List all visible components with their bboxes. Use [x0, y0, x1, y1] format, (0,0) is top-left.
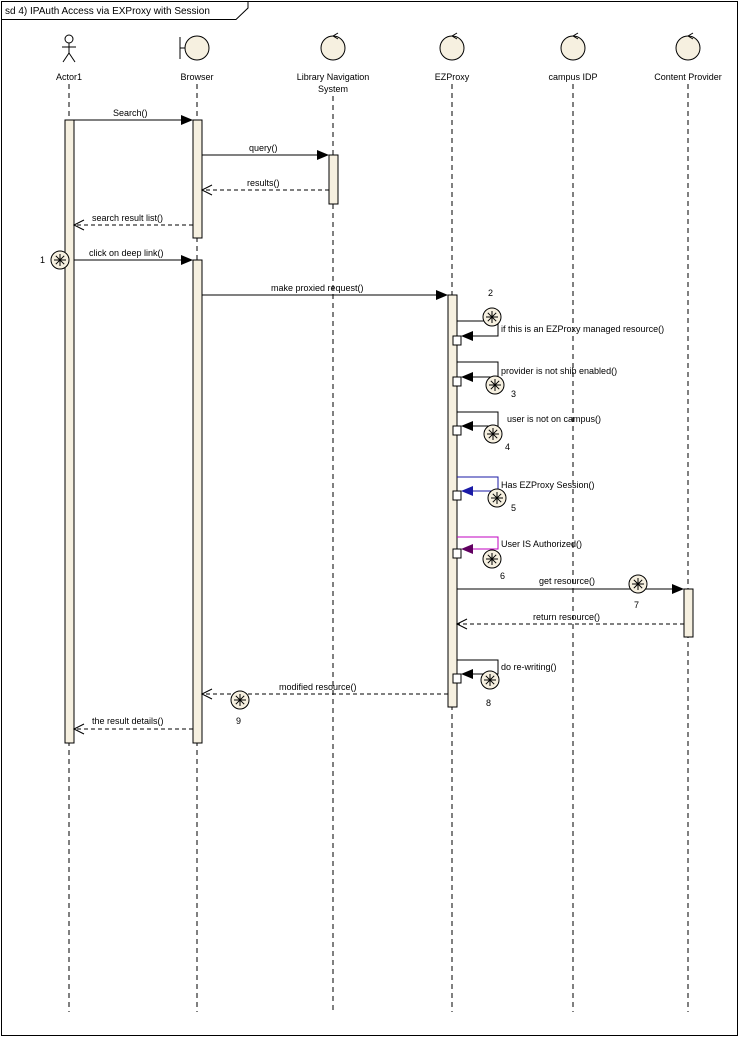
- message-label: the result details(): [92, 716, 164, 726]
- actor-icon: [62, 34, 76, 63]
- message-search-result-list: [72, 219, 193, 231]
- marker-number: 7: [634, 600, 639, 610]
- message-label: if this is an EZProxy managed resource(): [501, 324, 664, 334]
- message-click-deep-link: [74, 255, 193, 265]
- self-message-managed-resource: [457, 320, 499, 341]
- self-call-box: [452, 425, 462, 436]
- self-call-box: [452, 335, 462, 346]
- self-message-has-session: [457, 476, 499, 496]
- message-label: user is not on campus(): [507, 414, 601, 424]
- marker-number: 2: [488, 288, 493, 298]
- marker-number: 4: [505, 442, 510, 452]
- message-label: do re-writing(): [501, 662, 557, 672]
- control-icon: [560, 32, 586, 61]
- control-icon: [675, 32, 701, 61]
- lifeline-label-libnav-line2: System: [318, 84, 348, 94]
- marker-number: 6: [500, 571, 505, 581]
- activation-bar: [64, 119, 75, 744]
- activation-bar: [683, 588, 694, 638]
- marker-number: 8: [486, 698, 491, 708]
- lifeline-label-idp: campus IDP: [548, 72, 597, 82]
- message-result-details: [72, 723, 193, 735]
- marker-number: 5: [511, 503, 516, 513]
- message-results: [200, 184, 329, 196]
- message-label: search result list(): [92, 213, 163, 223]
- marker-number: 3: [511, 389, 516, 399]
- message-label: get resource(): [539, 576, 595, 586]
- lifeline-label-provider: Content Provider: [654, 72, 722, 82]
- lifeline-label-actor1: Actor1: [56, 72, 82, 82]
- self-message-not-shib: [457, 361, 499, 382]
- marker-icon: [628, 574, 648, 594]
- message-label: modified resource(): [279, 682, 357, 692]
- lifeline-label-libnav: Library Navigation: [297, 72, 370, 82]
- message-label: provider is not shib enabled(): [501, 366, 617, 376]
- self-call-box: [452, 548, 462, 559]
- message-label: results(): [247, 178, 280, 188]
- message-label: User IS Authorized(): [501, 539, 582, 549]
- marker-icon: [485, 375, 505, 395]
- message-label: query(): [249, 143, 278, 153]
- marker-icon: [482, 307, 502, 327]
- marker-number: 1: [40, 255, 45, 265]
- message-label: make proxied request(): [271, 283, 364, 293]
- control-icon: [320, 32, 346, 61]
- activation-bar: [328, 154, 339, 205]
- activation-bar: [447, 294, 458, 708]
- control-icon: [439, 32, 465, 61]
- activation-bar: [192, 119, 203, 239]
- self-call-box: [452, 673, 462, 684]
- message-label: Search(): [113, 108, 148, 118]
- marker-icon: [230, 690, 250, 710]
- self-call-box: [452, 376, 462, 387]
- self-call-box: [452, 490, 462, 501]
- message-query: [202, 150, 329, 160]
- message-label: click on deep link(): [89, 248, 164, 258]
- marker-icon: [50, 250, 70, 270]
- marker-icon: [480, 670, 500, 690]
- activation-bar: [192, 259, 203, 744]
- message-label: return resource(): [533, 612, 600, 622]
- frame-title-tab: [1, 1, 249, 20]
- frame-title: sd 4) IPAuth Access via EXProxy with Ses…: [5, 6, 210, 17]
- message-label: Has EZProxy Session(): [501, 480, 595, 490]
- self-message-authorized: [457, 536, 499, 554]
- marker-number: 9: [236, 716, 241, 726]
- boundary-icon: [179, 35, 210, 61]
- marker-icon: [487, 488, 507, 508]
- message-make-proxied-request: [202, 290, 448, 300]
- message-search: [74, 115, 193, 125]
- marker-icon: [483, 424, 503, 444]
- marker-icon: [482, 549, 502, 569]
- self-message-not-on-campus: [457, 411, 499, 431]
- message-return-resource: [455, 618, 684, 630]
- lifeline-label-ezproxy: EZProxy: [435, 72, 470, 82]
- lifeline-label-browser: Browser: [180, 72, 213, 82]
